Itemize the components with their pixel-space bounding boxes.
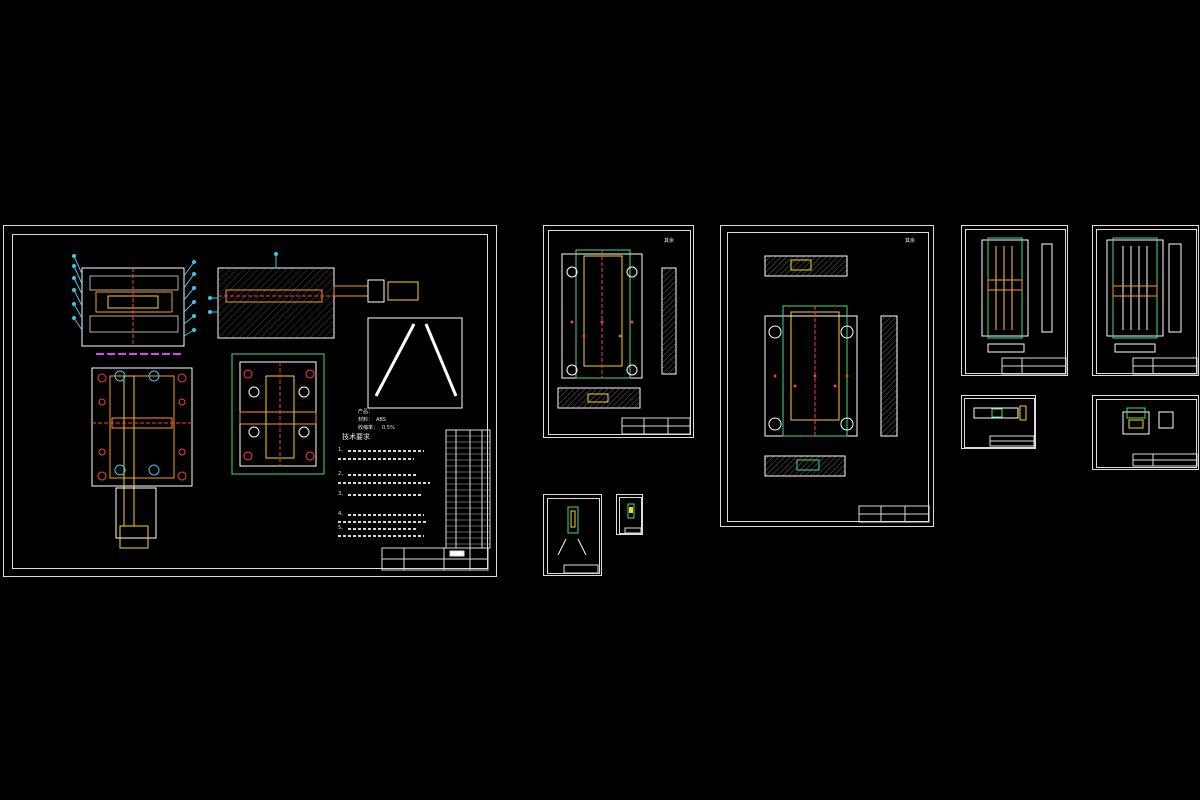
tech-line-4: 4、 <box>338 511 346 517</box>
title-block <box>381 547 489 571</box>
tech-line-2: 2、 <box>338 471 346 477</box>
part-drawing-tiny-sheet <box>616 494 643 535</box>
assembly-drawing-sheet: 产品： 材料： ABS 收缩率： 0.5% 技术要求 1、 2、 3、 4、 5… <box>3 225 497 577</box>
tech-line-1: 1、 <box>338 447 346 453</box>
product-view <box>367 317 463 409</box>
part-drawing-e-border <box>964 398 1035 448</box>
part-drawing-f-border <box>1096 399 1197 468</box>
roughness-note-b: 其余 <box>905 237 915 244</box>
part-drawing-d-sheet <box>1092 225 1199 376</box>
assembly-drawing-border <box>12 234 488 569</box>
parts-list-table <box>445 429 491 549</box>
part-drawing-f-sheet <box>1092 395 1199 470</box>
part-drawing-e-sheet <box>961 395 1036 449</box>
product-shrink-line: 收缩率： <box>358 424 378 431</box>
product-info: 产品： 材料： ABS 收缩率： 0.5% <box>358 408 395 431</box>
product-material-line: 材料： <box>358 416 373 423</box>
product-material-value: ABS <box>376 417 386 423</box>
plan-view-moving-half <box>91 367 193 549</box>
assembly-drawing: 产品： 材料： ABS 收缩率： 0.5% 技术要求 1、 2、 3、 4、 5… <box>72 252 491 571</box>
plate-drawing-b-border <box>727 232 929 522</box>
part-drawing-d <box>1106 237 1198 375</box>
tech-line-3: 3、 <box>338 491 346 497</box>
part-drawing-small-a <box>557 506 599 574</box>
part-drawing-c <box>981 237 1067 375</box>
part-drawing-tiny <box>624 503 642 534</box>
tech-title: 技术要求 <box>342 432 370 441</box>
part-drawing-c-sheet <box>961 225 1068 376</box>
parts-list-rows <box>446 435 490 545</box>
roughness-note-a: 其余 <box>664 237 674 244</box>
technical-requirements: 技术要求 1、 2、 3、 4、 5、 <box>338 432 430 537</box>
side-section-view <box>208 252 419 339</box>
product-shrink-value: 0.5% <box>382 425 395 431</box>
plate-drawing-b: 其余 <box>764 237 930 523</box>
plate-drawing-b-sheet: 其余 <box>720 225 934 527</box>
part-drawing-f <box>1122 407 1198 467</box>
part-drawing-small-a-sheet <box>543 494 602 576</box>
plate-drawing-a-border <box>548 230 691 435</box>
plan-view-fixed-half <box>231 353 325 475</box>
tech-line-5: 5、 <box>338 525 346 531</box>
plate-drawing-a: 其余 <box>557 237 691 435</box>
product-name-line: 产品： <box>358 408 373 415</box>
part-drawing-e <box>973 405 1035 447</box>
plate-drawing-a-sheet: 其余 <box>543 225 694 438</box>
section-view-main <box>72 254 196 347</box>
